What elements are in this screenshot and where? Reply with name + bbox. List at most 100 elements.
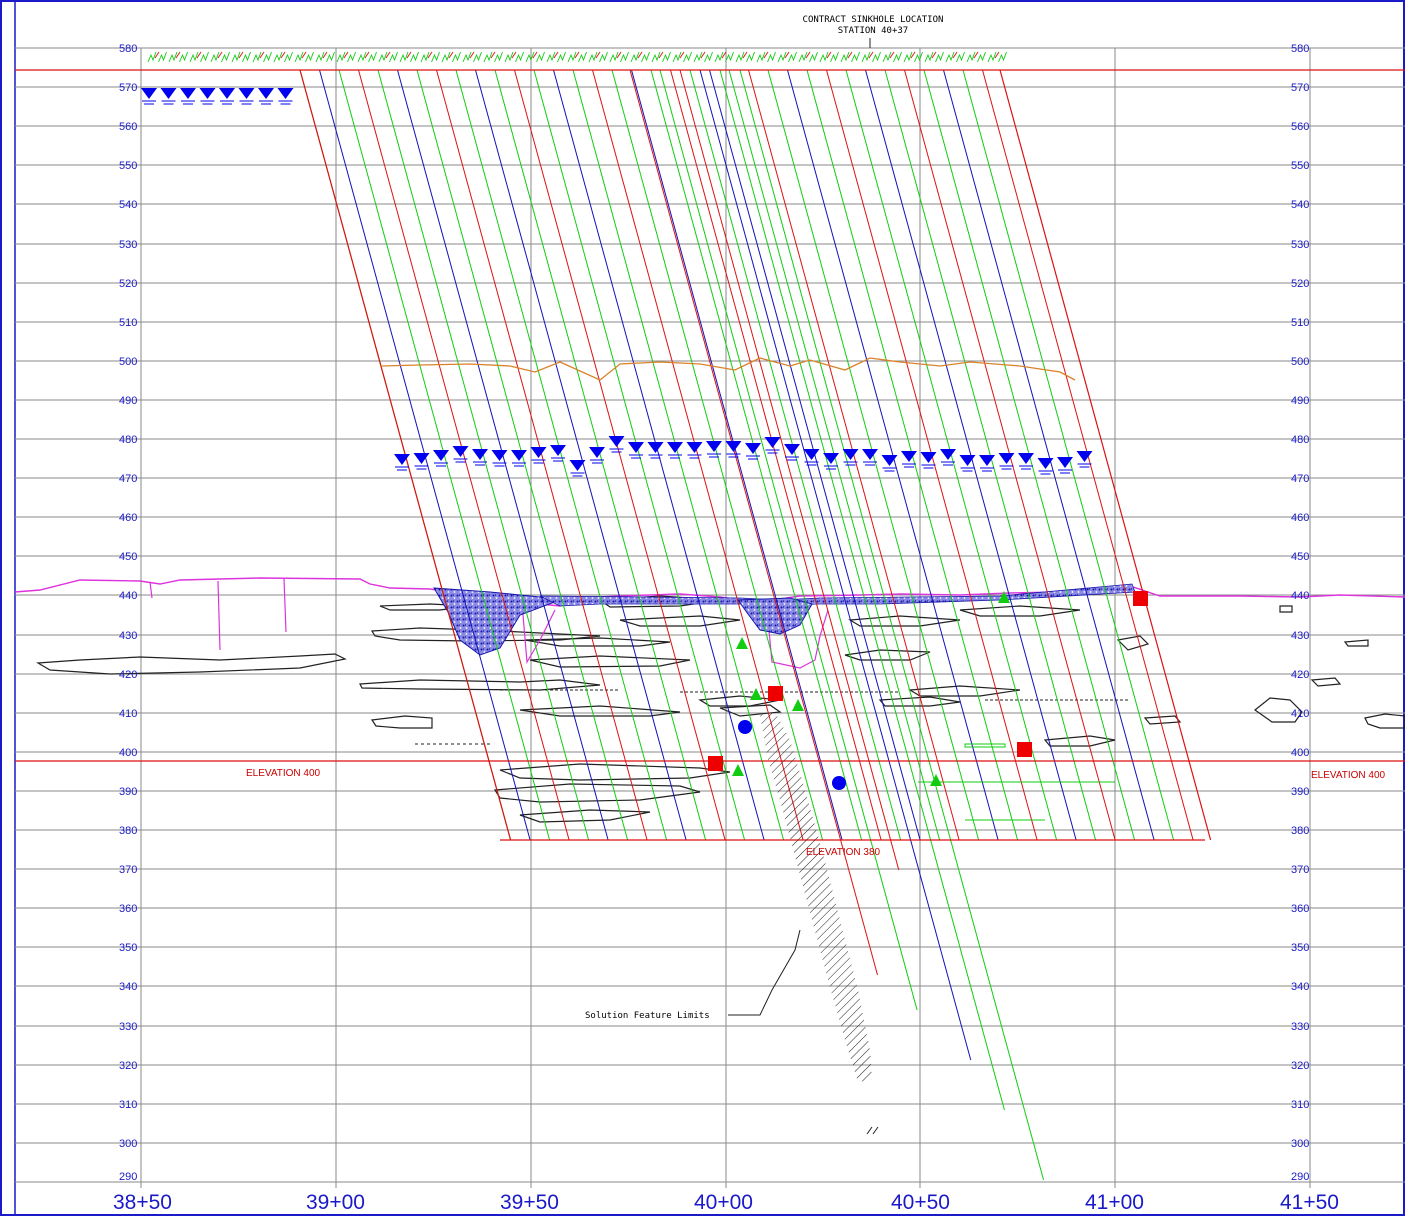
ground-tick — [200, 51, 209, 63]
water-table-triangle — [628, 442, 644, 453]
water-table-triangle — [1076, 451, 1093, 462]
ground-tick — [546, 51, 556, 63]
ground-tick — [294, 51, 304, 63]
ground-tick — [777, 51, 787, 63]
boring-line — [455, 69, 668, 841]
elevation-label-right: 290 — [1291, 1171, 1309, 1183]
ground-tick — [826, 51, 832, 59]
elevation-label-right: 300 — [1291, 1138, 1309, 1150]
ground-tick — [609, 51, 619, 63]
ground-tick — [378, 51, 388, 63]
boring-line — [611, 69, 824, 841]
header-line-2: STATION 40+37 — [838, 26, 908, 36]
ground-tick — [280, 51, 286, 59]
ground-tick — [553, 51, 559, 59]
ground-tick — [238, 51, 244, 59]
ground-tick — [494, 51, 503, 63]
elevation-label-left: 330 — [119, 1021, 137, 1033]
elevation-label-right: 310 — [1291, 1099, 1309, 1111]
sample-square — [1133, 591, 1148, 606]
ground-tick — [473, 51, 482, 63]
hatch-marks-small — [866, 1126, 879, 1135]
ground-tick — [441, 51, 451, 63]
ground-tick — [305, 51, 314, 63]
left-elevation-labels: 5805705605505405305205105004904804704604… — [119, 43, 137, 1183]
ground-tick — [263, 51, 272, 63]
ground-tick — [767, 51, 776, 63]
ground-tick — [315, 51, 325, 63]
ground-tick — [515, 51, 524, 63]
boring-line — [629, 69, 878, 976]
water-table-triangle — [141, 88, 157, 99]
ground-tick — [910, 51, 916, 59]
ground-tick — [683, 51, 692, 63]
elevation-label-left: 320 — [119, 1060, 137, 1072]
elevation-label-left: 440 — [119, 590, 137, 602]
water-table-triangle — [199, 88, 216, 99]
elevation-label-left: 560 — [119, 121, 137, 133]
elevation-label-left: 420 — [119, 669, 137, 681]
ground-tick — [945, 51, 955, 63]
elevation-label-left: 350 — [119, 942, 137, 954]
ground-tick — [620, 51, 629, 63]
ground-tick — [742, 51, 748, 59]
sample-triangle — [998, 591, 1010, 603]
ground-tick — [511, 51, 517, 59]
ground-tick — [872, 51, 881, 63]
elevation-label-right: 420 — [1291, 669, 1309, 681]
elevation-label-left: 380 — [119, 825, 137, 837]
sample-triangle — [732, 764, 744, 776]
ground-tick — [830, 51, 839, 63]
water-table-triangle — [472, 449, 488, 460]
station-label: 38+50 — [113, 1191, 172, 1214]
water-table-triangle — [569, 460, 586, 471]
elevation-label-right: 410 — [1291, 708, 1309, 720]
boring-line — [719, 69, 1005, 1111]
ground-tick — [704, 51, 713, 63]
elevation-label-left: 430 — [119, 630, 137, 642]
ground-tick — [693, 51, 703, 63]
ground-tick — [672, 51, 682, 63]
ground-tick — [889, 51, 895, 59]
ground-tick — [574, 51, 580, 59]
station-label: 40+00 — [694, 1191, 753, 1214]
water-table-triangle — [725, 441, 742, 452]
water-table-triangle — [277, 88, 294, 99]
elevation-label-left: 520 — [119, 278, 137, 290]
water-table-triangle — [764, 437, 781, 448]
water-table-triangle — [608, 436, 625, 447]
boring-line — [631, 69, 843, 841]
water-table-triangle — [1037, 458, 1054, 469]
ground-tick — [763, 51, 769, 59]
ground-tick — [504, 51, 514, 63]
elevation-label-right: 460 — [1291, 512, 1309, 524]
elevation-label-right: 340 — [1291, 981, 1309, 993]
water-table-triangle — [433, 450, 449, 461]
elevation-label-left: 550 — [119, 160, 137, 172]
solution-feature-label: Solution Feature Limits — [585, 1011, 710, 1021]
ground-tick — [868, 51, 874, 59]
ground-tick — [840, 51, 850, 63]
water-table-triangle — [959, 455, 976, 466]
elevation-label-right: 580 — [1291, 43, 1309, 55]
elevation-label-right: 540 — [1291, 199, 1309, 211]
water-table-triangle — [238, 88, 255, 99]
ground-tick — [637, 51, 643, 59]
elevation-label-left: 540 — [119, 199, 137, 211]
ground-tick — [368, 51, 377, 63]
ground-tick — [721, 51, 727, 59]
ground-tick — [924, 51, 934, 63]
ground-tick — [998, 51, 1007, 63]
station-label: 39+00 — [306, 1191, 365, 1214]
water-table-triangle — [998, 453, 1015, 464]
sample-circle — [738, 720, 752, 734]
ground-tick — [861, 51, 871, 63]
ground-tick — [956, 51, 965, 63]
ground-tick — [532, 51, 538, 59]
water-table-triangle — [219, 88, 235, 99]
station-label: 41+00 — [1085, 1191, 1144, 1214]
station-label: 40+50 — [891, 1191, 950, 1214]
elevation-label-right: 390 — [1291, 786, 1309, 798]
boring-line — [659, 69, 918, 1011]
ground-tick — [973, 51, 979, 59]
